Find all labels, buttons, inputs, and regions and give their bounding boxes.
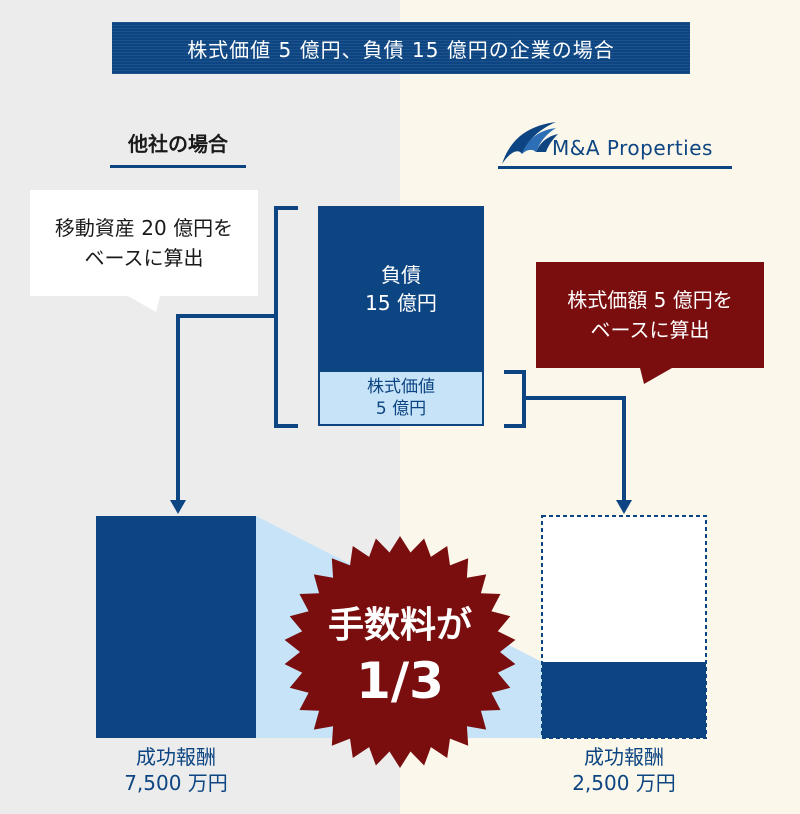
- left-fee-amount: 7,500 万円: [124, 771, 228, 795]
- equity-basis-line2: ベースに算出: [590, 318, 710, 342]
- asset-basis-line2: ベースに算出: [84, 246, 204, 270]
- equity-block: 株式価値 5 億円: [318, 372, 484, 426]
- debt-amount: 15 億円: [365, 291, 437, 315]
- left-fee-label: 成功報酬: [136, 745, 216, 769]
- badge-text: 手数料が 1/3: [290, 605, 510, 710]
- white-callout-tail: [128, 296, 160, 312]
- left-bracket: [274, 206, 298, 428]
- right-fee-amount: 2,500 万円: [572, 771, 676, 795]
- equity-basis-callout: 株式価額 5 億円を ベースに算出: [536, 262, 764, 368]
- red-callout-tail: [640, 368, 672, 384]
- right-fee-caption: 成功報酬 2,500 万円: [542, 744, 706, 796]
- asset-basis-line1: 移動資産 20 億円を: [54, 216, 234, 240]
- left-arrow-head: [170, 500, 186, 514]
- equity-basis-line1: 株式価額 5 億円を: [567, 288, 733, 312]
- right-connector-line: [524, 396, 626, 504]
- equity-amount: 5 億円: [375, 399, 427, 419]
- title-banner: 株式価値 5 億円、負債 15 億円の企業の場合: [112, 22, 690, 74]
- right-arrow-head: [616, 500, 632, 514]
- left-fee-bar: [96, 516, 256, 738]
- fee-reduction-badge: [284, 536, 516, 768]
- debt-label: 負債: [381, 263, 421, 287]
- left-connector-line: [176, 314, 276, 504]
- logo-mark-icon: [502, 122, 558, 164]
- company-logo: M&A Properties: [498, 118, 732, 170]
- badge-line2: 1/3: [356, 652, 444, 710]
- asset-basis-callout: 移動資産 20 億円を ベースに算出: [30, 190, 258, 296]
- other-companies-label: 他社の場合: [110, 128, 246, 168]
- title-text: 株式価値 5 億円、負債 15 億円の企業の場合: [187, 37, 615, 62]
- left-fee-caption: 成功報酬 7,500 万円: [96, 744, 256, 796]
- equity-label: 株式価値: [367, 377, 435, 397]
- right-fee-label: 成功報酬: [584, 745, 664, 769]
- logo-text: M&A Properties: [552, 136, 713, 160]
- logo-underline: [498, 166, 732, 169]
- badge-line1: 手数料が: [327, 605, 472, 646]
- debt-block: 負債 15 億円: [318, 206, 484, 372]
- right-fee-bar: [542, 662, 706, 738]
- right-bracket: [504, 370, 526, 428]
